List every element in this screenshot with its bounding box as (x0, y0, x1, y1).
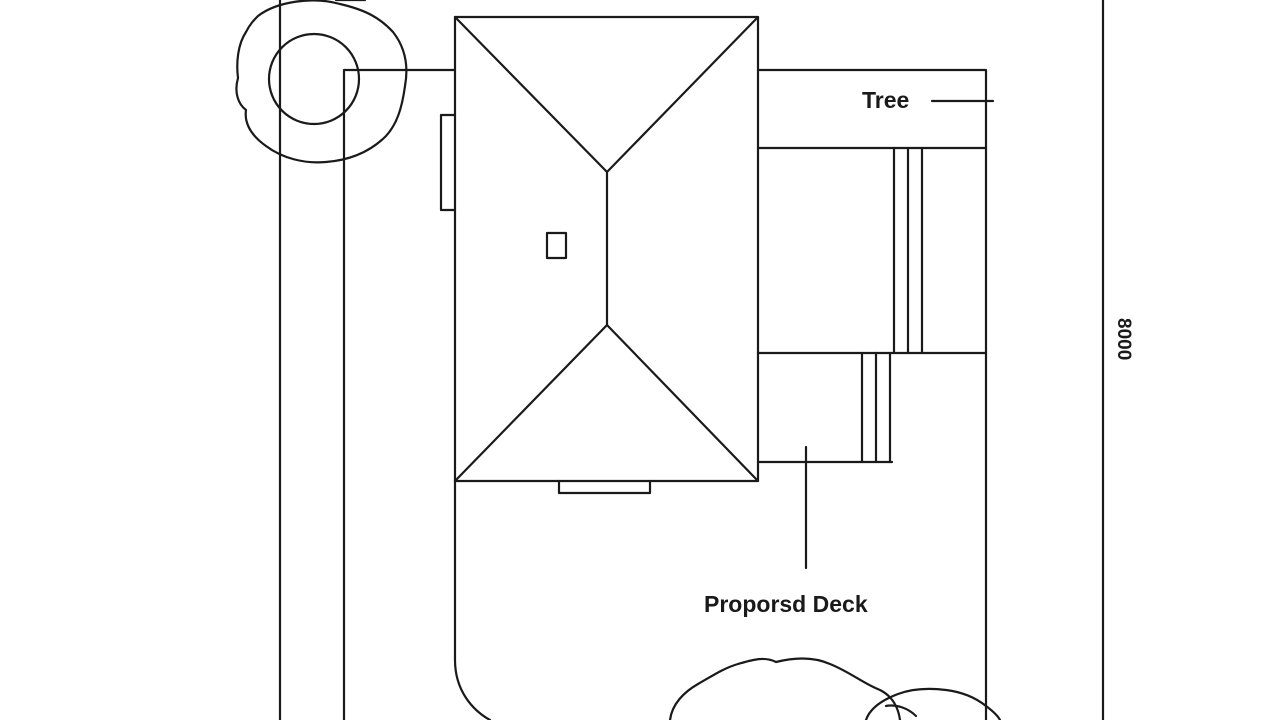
setback-outline (342, 68, 988, 720)
house-roof-outline (453, 15, 760, 483)
rear-step (557, 479, 652, 495)
roof-hip-lines (453, 15, 760, 483)
tree-canopy-icon (235, 0, 408, 164)
side-dimension-label: 8000 (1113, 318, 1134, 361)
proposed-deck-label: Proporsd Deck (704, 591, 868, 617)
shrub-left-icon (668, 657, 902, 720)
shrub-right-icon (864, 687, 1002, 720)
side-bay (439, 113, 457, 212)
tree-label: Tree (862, 87, 910, 113)
chimney-square (545, 231, 568, 260)
driveway-curve (453, 479, 492, 720)
shrub-right-inner (884, 704, 918, 718)
tree-trunk-icon (267, 32, 361, 126)
